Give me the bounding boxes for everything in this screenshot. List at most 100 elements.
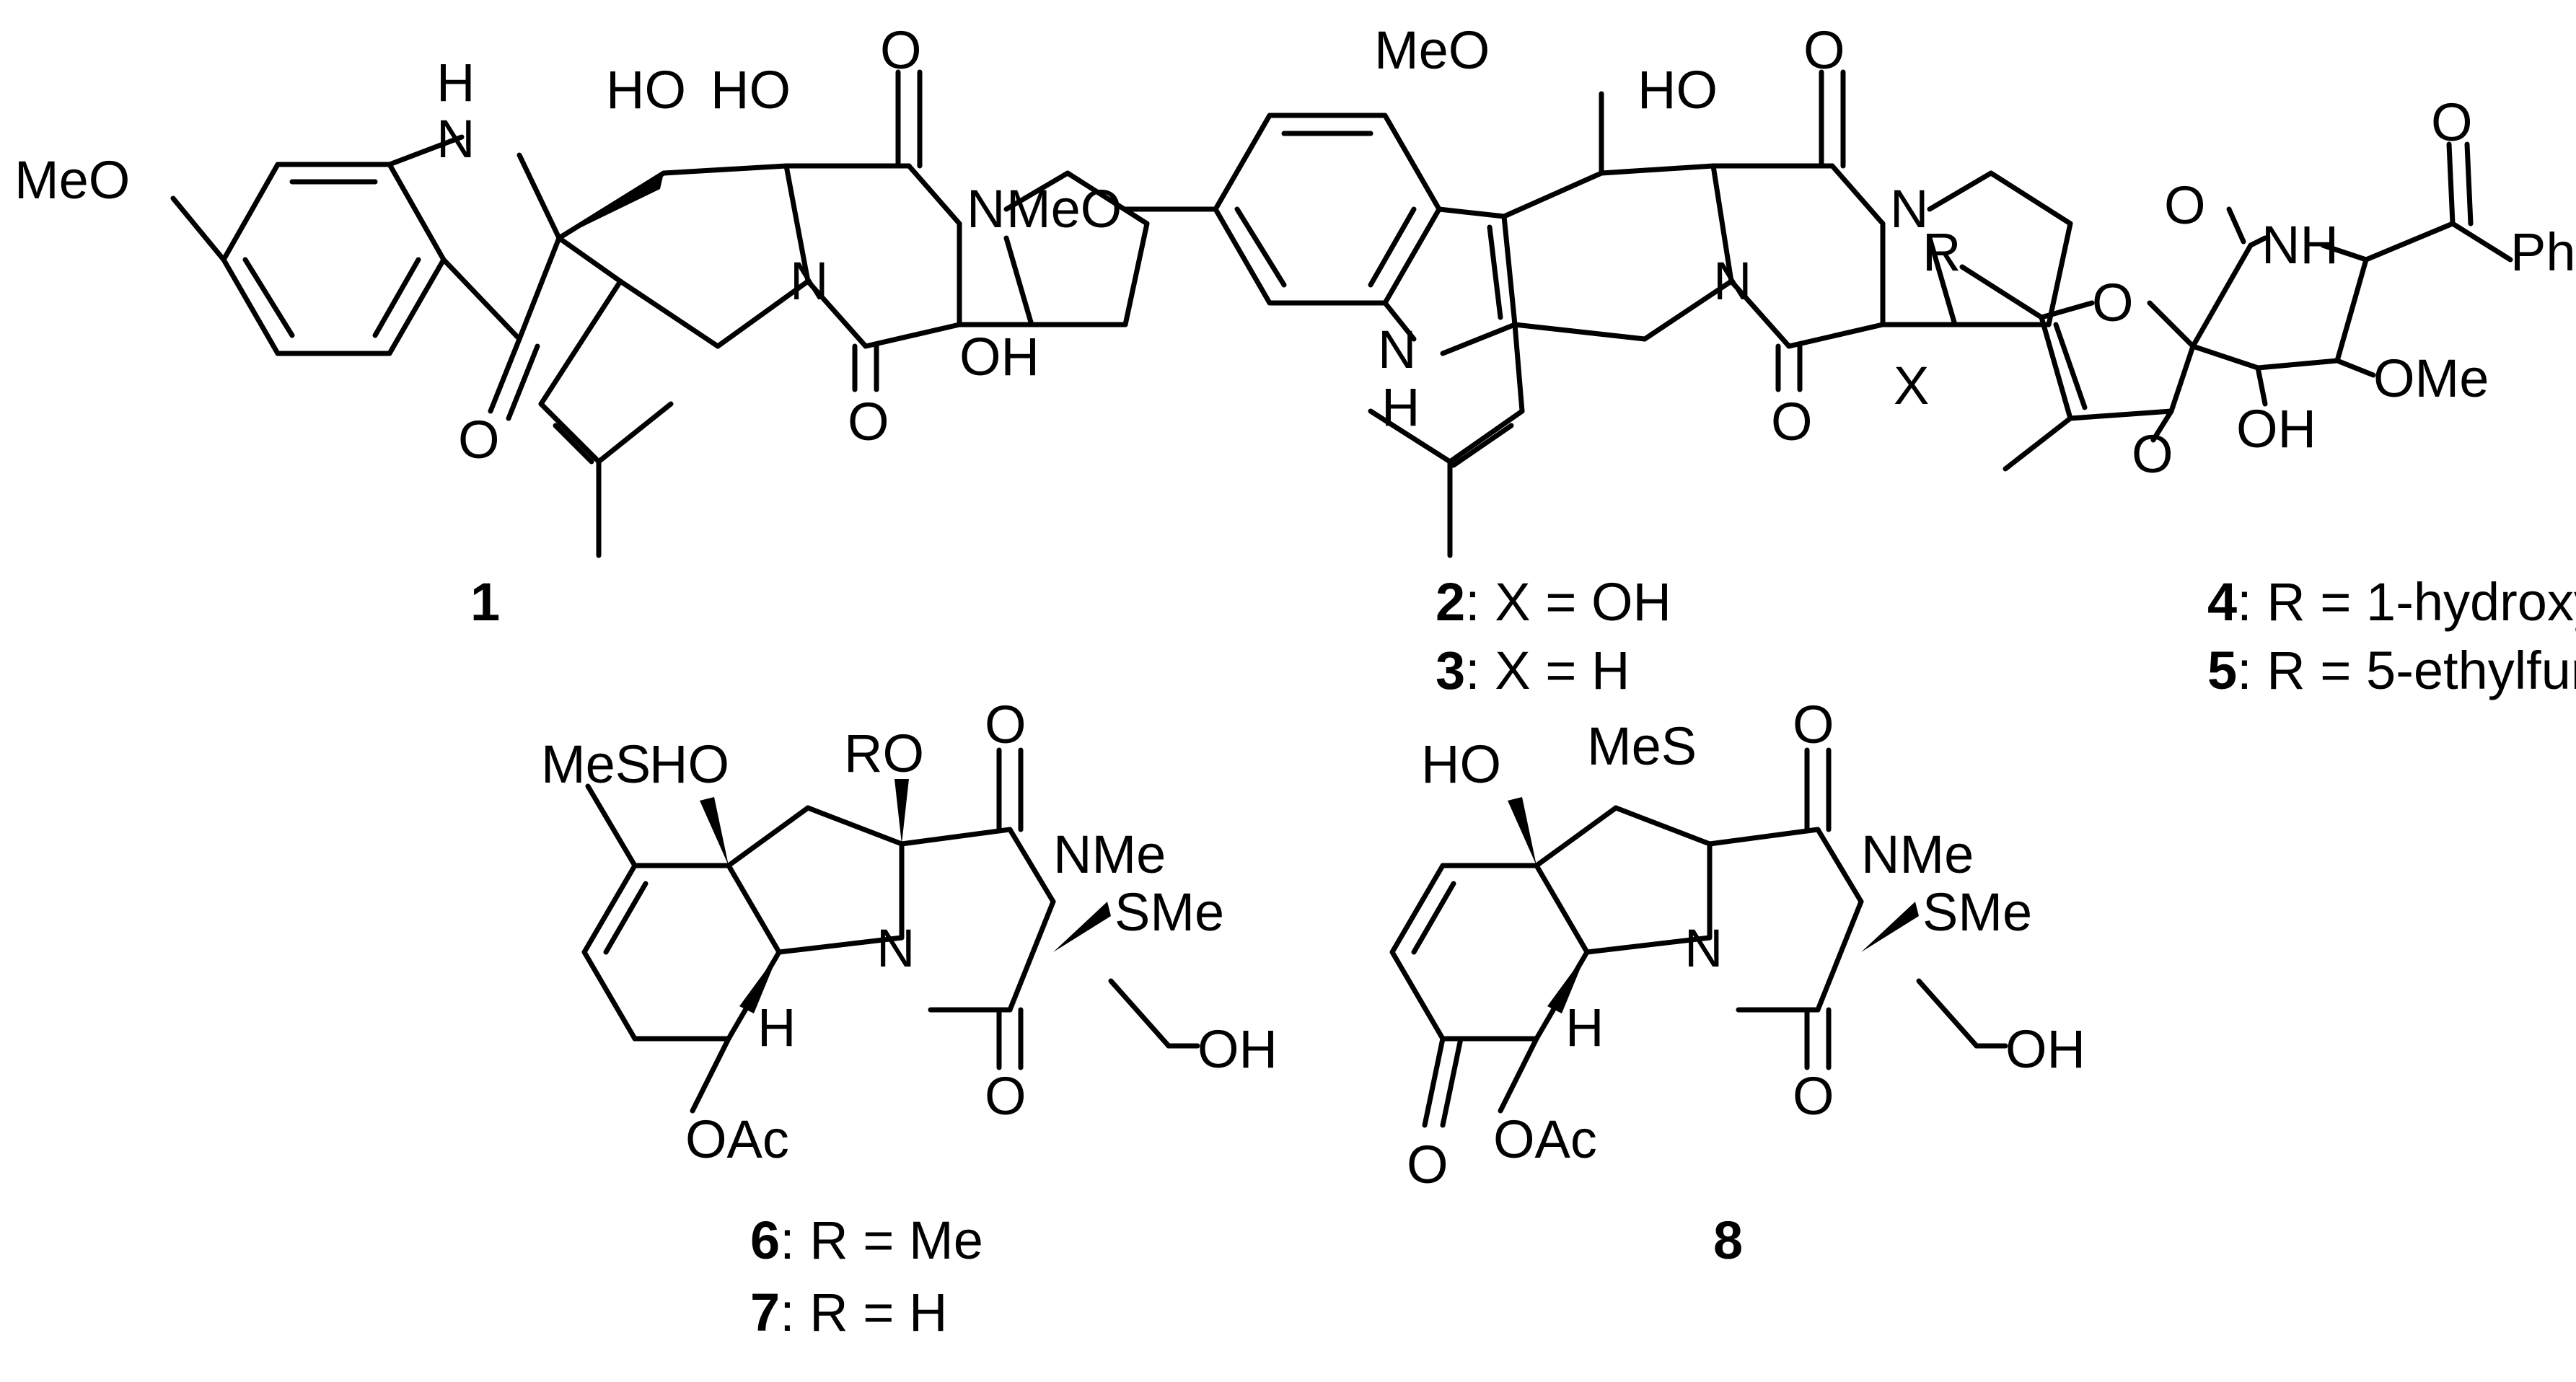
svg-text:5: R = 5-ethylfuran-2-yl: 5: R = 5-ethylfuran-2-yl [2207, 641, 2576, 700]
structure-2-captions: 2: X = OH 3: X = H [1436, 572, 1671, 700]
h-label: H [1565, 998, 1604, 1057]
wedge-bond [700, 797, 729, 866]
structure-4: R O O NH O Ph OH OMe O 4: R = 1-hydroxyh… [1922, 92, 2576, 700]
wedge-bond [739, 952, 779, 1013]
compound-number-6: 6 [750, 1210, 780, 1270]
compound-number-2: 2 [1436, 572, 1465, 632]
compound-caption-4: : R = 1-hydroxyhexyl [2237, 572, 2576, 632]
carbonyl-o-label: O [458, 410, 500, 470]
ro-substituent-label: RO [844, 723, 924, 783]
compound-number-7: 7 [750, 1282, 780, 1342]
methylthio-label: MeS [541, 734, 651, 794]
wedge-bond [559, 173, 664, 238]
wedge-bond [894, 779, 909, 844]
carbonyl-o-label: O [985, 695, 1027, 754]
acetoxy-label: OAc [685, 1109, 789, 1169]
hydroxyl-label: HO [711, 60, 791, 120]
methylthio-label: MeS [1587, 716, 1697, 776]
n-methyl-label: NMe [1053, 824, 1166, 884]
structure-6: MeS HO RO O NMe SMe N H O OH OAc 6: R = … [541, 695, 1278, 1342]
svg-text:3: X = H: 3: X = H [1436, 641, 1630, 700]
structure-1-labels: MeO H N HO HO N N OH O O O [14, 20, 1039, 470]
hydroxyl-label: OH [2005, 1019, 2085, 1079]
structure-4-captions: 4: R = 1-hydroxyhexyl 5: R = 5-ethylfura… [2207, 572, 2576, 700]
phenyl-label: Ph [2510, 222, 2576, 282]
carbonyl-o-label: O [1803, 20, 1845, 80]
methoxy-label: OMe [2373, 348, 2489, 408]
ring-n-label: N [876, 918, 915, 978]
indole-n-label: N [1378, 320, 1416, 379]
wedge-bond [1861, 902, 1919, 952]
methoxy-label: MeO [1006, 179, 1122, 239]
furanone-o-label: O [2092, 273, 2134, 333]
structure-6-bonds [581, 747, 1200, 1114]
structure-1: MeO H N HO HO N N OH O O O 1 [14, 20, 1150, 632]
ring-n-label: N [1713, 251, 1751, 311]
wedge-bond [1547, 952, 1587, 1013]
hydroxyl-label: HO [1638, 60, 1718, 120]
x-substituent-label: X [1894, 356, 1929, 415]
carbonyl-o-label: O [880, 20, 922, 80]
structure-2-bonds [1122, 69, 2073, 558]
methoxy-label: MeO [14, 150, 130, 210]
hydroxyl-label: HO [1421, 734, 1501, 794]
compound-caption-3: : X = H [1465, 641, 1630, 700]
compound-caption-5: : R = 5-ethylfuran-2-yl [2237, 641, 2576, 700]
hydroxyl-label: HO [606, 60, 686, 120]
amide-nh-label: NH [2261, 215, 2339, 275]
compound-caption-7: : R = H [780, 1282, 947, 1342]
hydroxyl-label: OH [1197, 1019, 1278, 1079]
n-methyl-label: NMe [1861, 824, 1974, 884]
compound-number-1: 1 [470, 572, 500, 632]
structure-6-captions: 6: R = Me 7: R = H [750, 1210, 983, 1342]
carbonyl-o-label: O [985, 1066, 1027, 1126]
compound-number-8: 8 [1713, 1210, 1743, 1270]
h-label: H [757, 998, 796, 1057]
structure-4-bonds [1959, 141, 2513, 472]
compound-caption-2: : X = OH [1465, 572, 1671, 632]
carbonyl-o-label: O [1793, 695, 1834, 754]
proline-n-label: N [1890, 179, 1928, 239]
indole-n-label: N [436, 109, 475, 169]
compound-number-5: 5 [2207, 641, 2237, 700]
svg-text:7: R = H: 7: R = H [750, 1282, 948, 1342]
hydroxyl-label: OH [2236, 399, 2316, 459]
carbonyl-o-label: O [2164, 175, 2206, 235]
ketone-o-label: O [1407, 1135, 1449, 1194]
compound-number-4: 4 [2207, 572, 2237, 632]
compound-caption-6: : R = Me [780, 1210, 983, 1270]
nh-h-label: H [1381, 377, 1420, 437]
wedge-bond [1508, 797, 1537, 866]
carbonyl-o-label: O [1793, 1066, 1834, 1126]
methoxy-label: MeO [1374, 20, 1490, 80]
wedge-bond [1053, 902, 1111, 952]
structure-4-labels: R O O NH O Ph OH OMe O [1922, 92, 2576, 484]
ketone-o-label: O [2132, 424, 2173, 484]
structure-2-labels: MeO HO MeO N N N H X O O [1006, 20, 1929, 452]
structure-6-labels: MeS HO RO O NMe SMe N H O OH OAc [541, 695, 1278, 1169]
r-group-label: R [1922, 222, 1961, 282]
methylthio-label: SMe [1115, 882, 1224, 942]
carbonyl-o-label: O [848, 392, 889, 452]
structure-8-bonds [1389, 747, 2008, 1128]
structure-8: HO MeS O NMe SMe N H O OH O OAc 8 [1389, 695, 2085, 1270]
structure-8-labels: HO MeS O NMe SMe N H O OH O OAc [1407, 695, 2085, 1194]
svg-text:6: R = Me: 6: R = Me [750, 1210, 983, 1270]
nh-h-label: H [436, 53, 475, 113]
ring-n-label: N [790, 251, 828, 311]
carbonyl-o-label: O [1771, 392, 1813, 452]
structure-1-bonds [170, 69, 1150, 558]
structure-2: MeO HO MeO N N N H X O O 2: X = OH 3: X … [1006, 20, 2073, 700]
proline-n-label: N [967, 179, 1005, 239]
hydroxyl-label: OH [959, 327, 1039, 387]
compound-number-3: 3 [1436, 641, 1465, 700]
svg-text:2: X = OH: 2: X = OH [1436, 572, 1671, 632]
ring-n-label: N [1684, 918, 1723, 978]
acetoxy-label: OAc [1493, 1109, 1597, 1169]
benzoyl-o-label: O [2431, 92, 2473, 152]
svg-text:4: R = 1-hydroxyhexyl: 4: R = 1-hydroxyhexyl [2207, 572, 2576, 632]
hydroxyl-label: HO [649, 734, 729, 794]
methylthio-label: SMe [1922, 882, 2032, 942]
